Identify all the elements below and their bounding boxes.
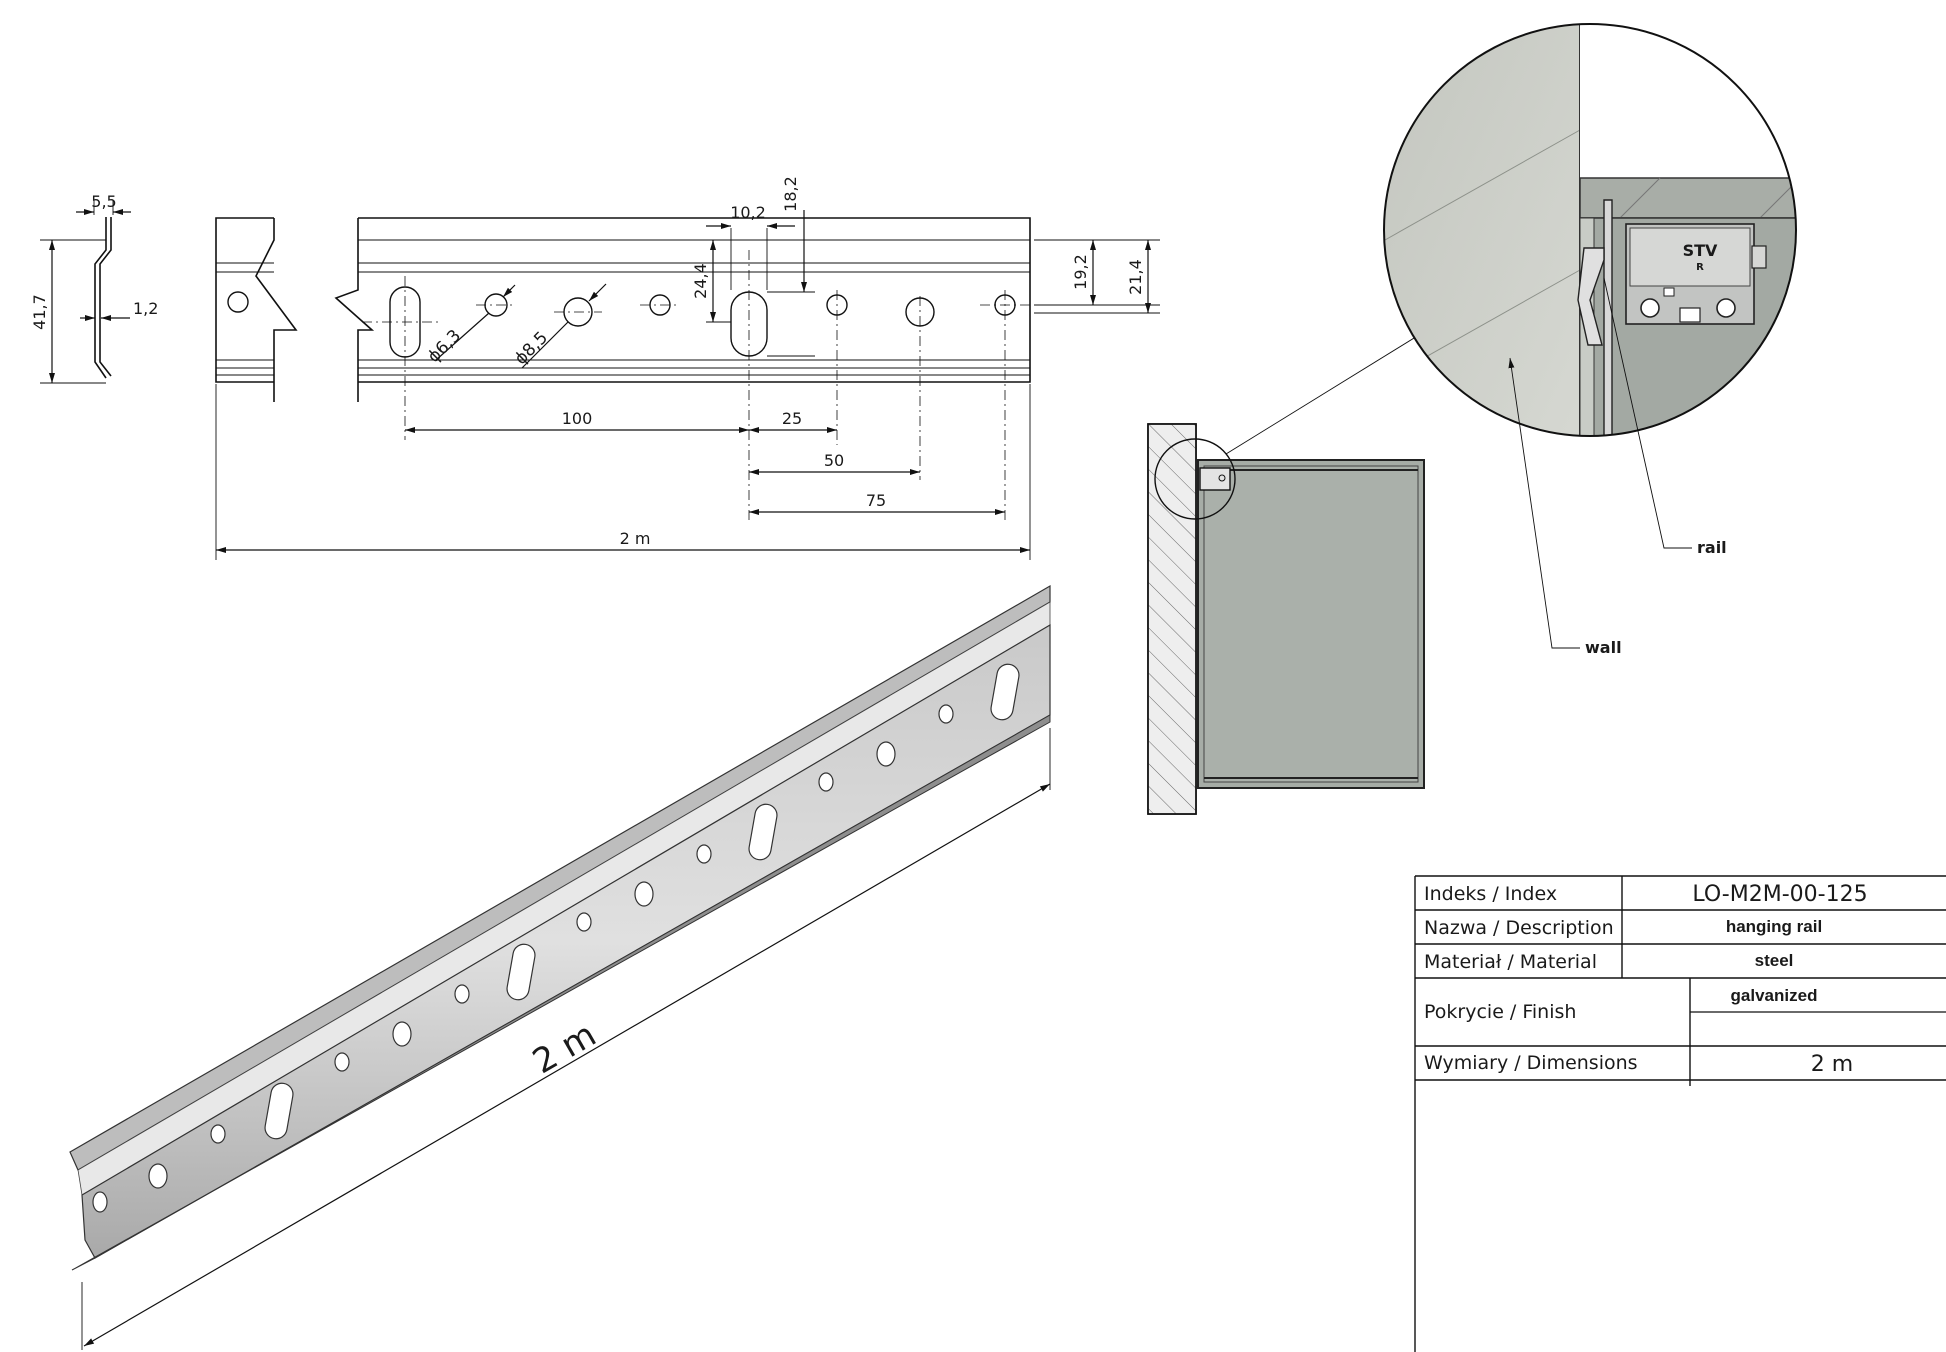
dim-50: 50	[824, 451, 844, 470]
bracket-side: R	[1696, 262, 1704, 273]
title-block: Indeks / Index LO-M2M-00-125 Nazwa / Des…	[1414, 875, 1946, 1352]
front-view: ϕ6,3 ϕ8,5 10,2 18,2 24,4 19,2 21,4 100	[215, 176, 1160, 560]
bracket-brand: STV	[1683, 241, 1718, 260]
dim-75: 75	[866, 491, 886, 510]
iso-length: 2 m	[526, 1015, 603, 1082]
dim-height-19: 19,2	[1071, 254, 1090, 290]
index-label: Indeks / Index	[1424, 883, 1557, 905]
name-label: Nazwa / Description	[1424, 917, 1614, 939]
isometric-view: 2 m	[69, 584, 1051, 1350]
mounting-view	[1147, 239, 1574, 815]
dim-25: 25	[782, 409, 802, 428]
finish-value: galvanized	[1731, 986, 1818, 1005]
detail-marker	[1154, 438, 1236, 520]
profile-view: 5,5 1,2 41,7	[30, 192, 158, 384]
dimensions-value: 2 m	[1811, 1052, 1853, 1077]
name-value: hanging rail	[1726, 917, 1822, 936]
index-value: LO-M2M-00-125	[1692, 882, 1867, 907]
detail-circle: STV R rail wall	[1383, 23, 1797, 657]
profile-height: 41,7	[30, 294, 49, 330]
profile-thickness: 1,2	[133, 299, 158, 318]
dim-hole-large: ϕ8,5	[511, 328, 552, 369]
finish-label: Pokrycie / Finish	[1424, 1001, 1576, 1023]
end-hole	[227, 291, 249, 313]
dim-100: 100	[562, 409, 593, 428]
dim-slot-width: 10,2	[730, 203, 766, 222]
profile-top-width: 5,5	[91, 192, 116, 211]
dim-slot-length: 24,4	[691, 263, 710, 299]
material-label: Materiał / Material	[1424, 951, 1597, 973]
rail-label: rail	[1697, 538, 1727, 557]
material-value: steel	[1755, 951, 1794, 970]
dim-total-length: 2 m	[620, 529, 651, 548]
dimensions-label: Wymiary / Dimensions	[1424, 1052, 1638, 1074]
wall-label: wall	[1585, 638, 1622, 657]
dim-slot-height: 18,2	[781, 176, 800, 212]
dim-height-21: 21,4	[1126, 259, 1145, 295]
dim-hole-small: ϕ6,3	[424, 326, 465, 367]
